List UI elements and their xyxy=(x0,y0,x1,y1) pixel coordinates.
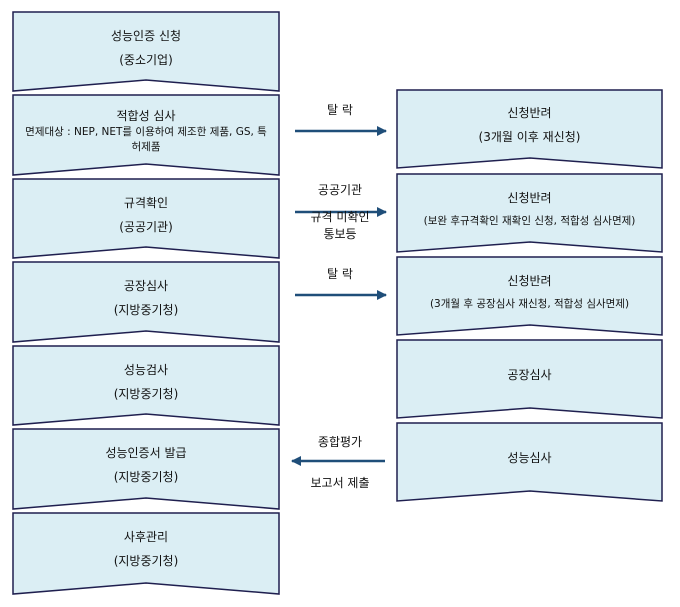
arrow-2-label-bottom-2: 통보등 xyxy=(323,227,357,241)
right-step-3-shape xyxy=(396,256,663,336)
arrow-2-label-bottom-1: 규격 미확인 xyxy=(310,210,370,224)
arrow-1-label: 탈 락 xyxy=(327,103,353,117)
left-step-5-shape xyxy=(12,345,280,426)
arrow-4-label-top: 종합평가 xyxy=(317,435,363,449)
right-step-4-shape xyxy=(396,339,663,419)
left-step-1-shape xyxy=(12,11,280,92)
right-step-1-shape xyxy=(396,89,663,169)
right-step-5-shape xyxy=(396,422,663,502)
arrow-4-label-bottom: 보고서 제출 xyxy=(310,476,370,490)
left-step-4-shape xyxy=(12,261,280,343)
left-step-3-shape xyxy=(12,178,280,259)
left-step-7-shape xyxy=(12,512,280,595)
right-step-2-shape xyxy=(396,173,663,253)
arrow-2-label-top: 공공기관 xyxy=(317,183,363,197)
left-step-6-shape xyxy=(12,428,280,510)
left-step-2-shape xyxy=(12,94,280,176)
arrow-3-label: 탈 락 xyxy=(327,267,353,281)
